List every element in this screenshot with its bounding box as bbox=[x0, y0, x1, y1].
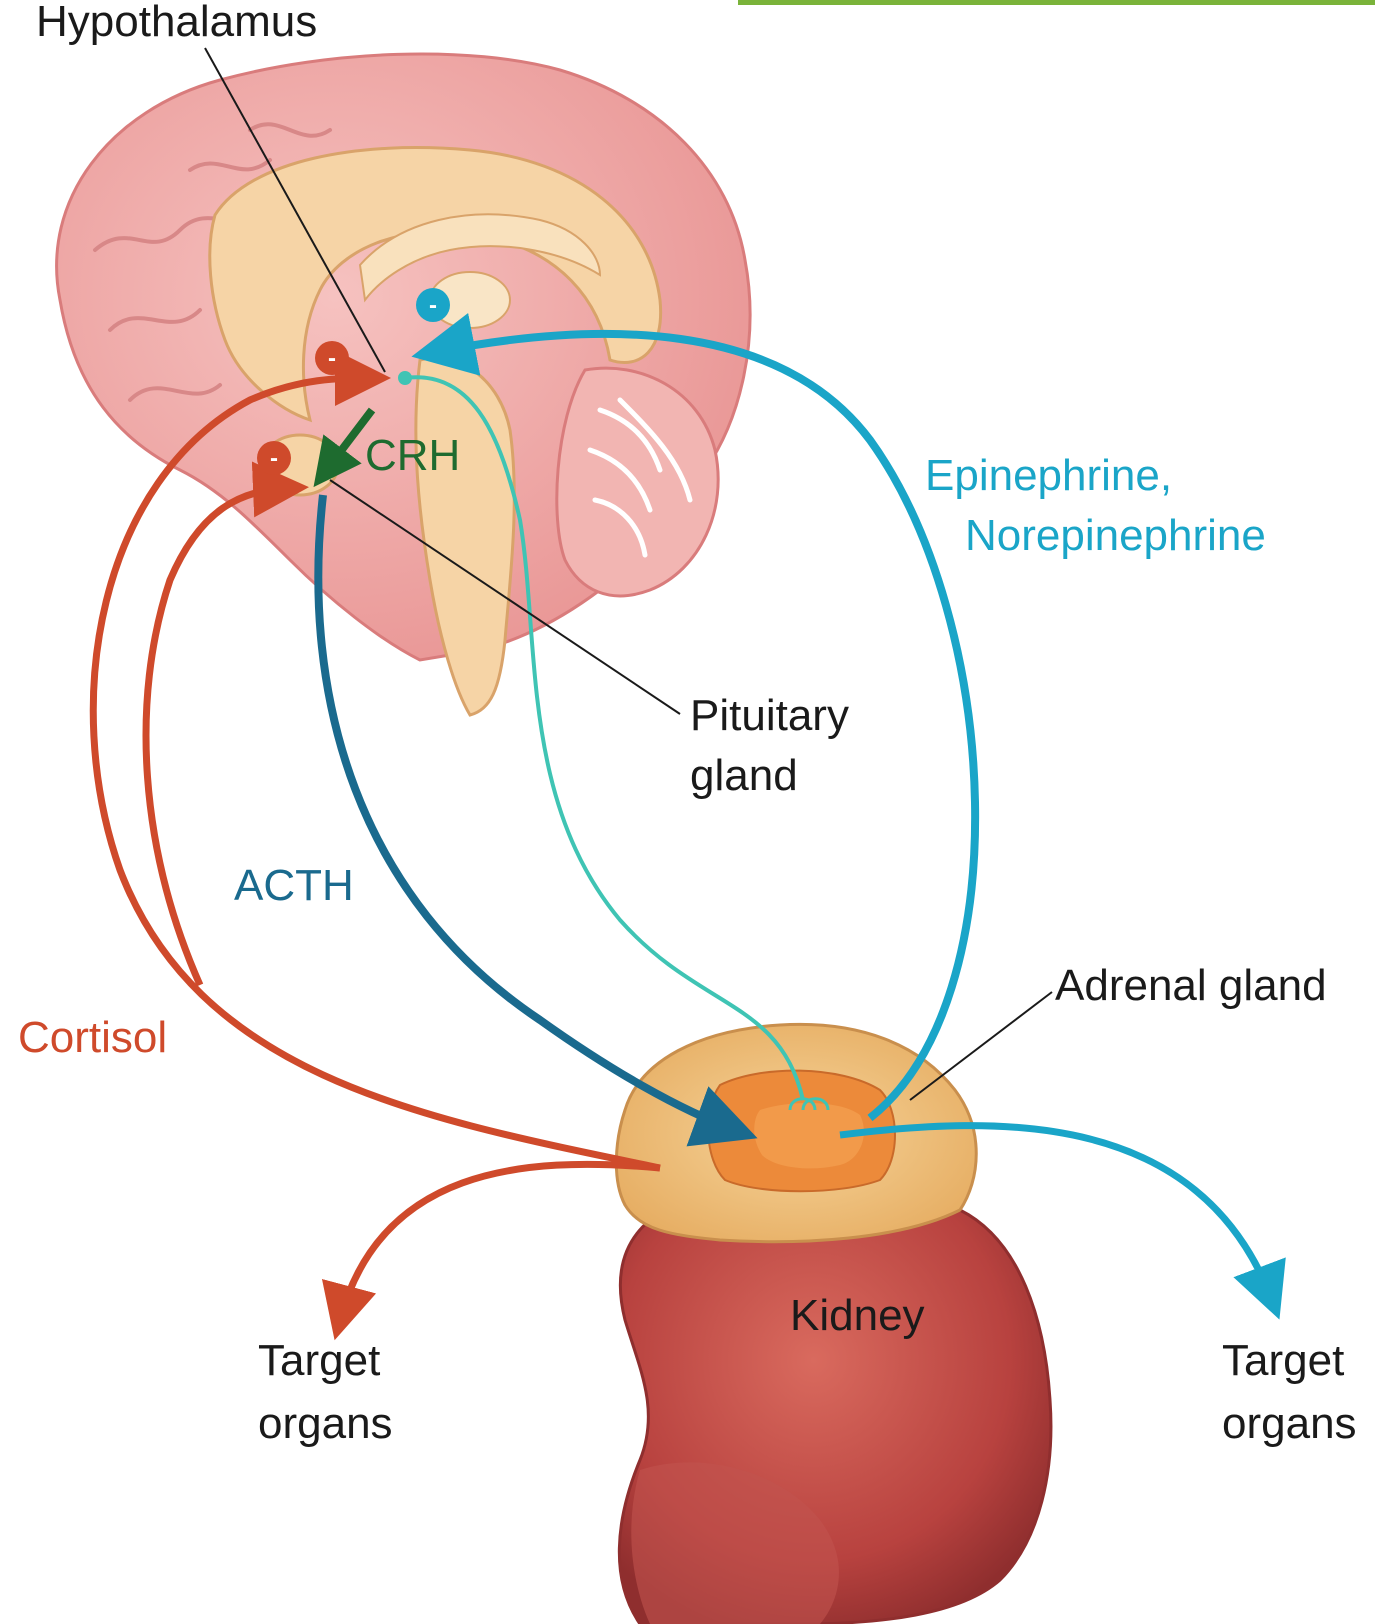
acth-arrow bbox=[314, 494, 758, 1147]
sympathetic-nerve-path bbox=[404, 375, 805, 1101]
label-kidney: Kidney bbox=[790, 1291, 925, 1340]
label-target-right-line1: Target bbox=[1222, 1336, 1345, 1385]
cortisol-feedback-arrow-pituitary bbox=[142, 461, 309, 987]
cortisol-feedback-arrow-hypothalamus bbox=[89, 350, 661, 1172]
adrenal-leader-line bbox=[909, 991, 1053, 1101]
accent-bar bbox=[738, 0, 1375, 5]
inhibition-symbol: - bbox=[270, 445, 278, 472]
epinephrine-target-arrow bbox=[839, 1122, 1286, 1320]
label-target-left-line1: Target bbox=[258, 1336, 381, 1385]
crh-arrow bbox=[313, 407, 376, 488]
label-pituitary-line2: gland bbox=[690, 751, 798, 800]
label-adrenal-gland: Adrenal gland bbox=[1055, 961, 1327, 1010]
label-target-left-line2: organs bbox=[258, 1399, 393, 1448]
label-epinephrine-line1: Epinephrine, bbox=[925, 451, 1173, 500]
label-epinephrine-line2: Norepinephrine bbox=[965, 511, 1266, 560]
cerebellum-folia bbox=[587, 397, 693, 558]
label-pituitary-line1: Pituitary bbox=[690, 691, 849, 740]
corpus-callosum bbox=[358, 213, 602, 303]
brain-gyri bbox=[93, 122, 332, 402]
kidney-adrenal bbox=[614, 1022, 1053, 1624]
adrenal-core bbox=[754, 1103, 864, 1169]
brain bbox=[55, 52, 752, 717]
inhibition-marker-cortisol-bottom: - bbox=[257, 441, 291, 475]
label-crh: CRH bbox=[365, 431, 461, 480]
label-cortisol: Cortisol bbox=[18, 1013, 168, 1062]
pituitary-leader-line bbox=[329, 479, 681, 715]
brain-inner-structure bbox=[208, 146, 663, 423]
epinephrine-feedback-arrow bbox=[411, 312, 980, 1122]
label-target-right-line2: organs bbox=[1222, 1399, 1357, 1448]
brainstem bbox=[414, 356, 516, 717]
inhibition-symbol: - bbox=[429, 292, 437, 319]
label-hypothalamus: Hypothalamus bbox=[36, 0, 318, 46]
kidney-lower-lobe bbox=[631, 1462, 839, 1624]
hypothalamus-leader-line bbox=[204, 47, 386, 373]
inhibition-symbol: - bbox=[328, 345, 336, 372]
label-acth: ACTH bbox=[234, 861, 354, 910]
inhibition-marker-cortisol-top: - bbox=[315, 341, 349, 375]
inhibition-marker-epinephrine: - bbox=[416, 288, 450, 322]
cortisol-target-arrow bbox=[321, 1160, 661, 1341]
